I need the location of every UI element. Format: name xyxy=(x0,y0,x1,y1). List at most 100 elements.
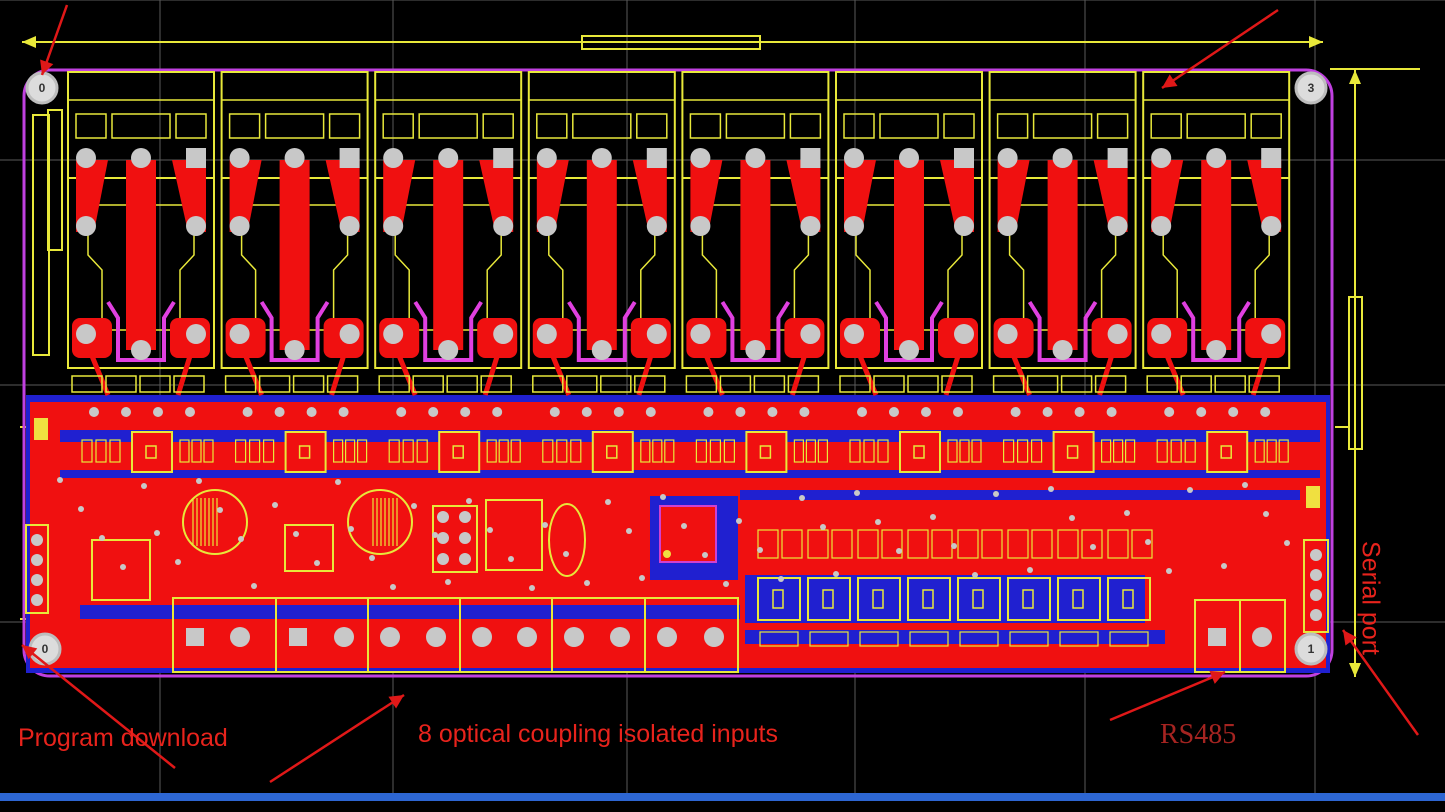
via xyxy=(953,407,963,417)
relay-pad xyxy=(1151,216,1172,236)
relay-copper xyxy=(325,160,360,232)
terminal-pad xyxy=(230,627,250,647)
relay-footprint xyxy=(835,71,983,473)
via xyxy=(185,407,195,417)
via xyxy=(1124,510,1130,516)
relay-pad xyxy=(339,324,360,344)
relay-pad xyxy=(76,324,96,344)
smd-outline xyxy=(941,375,973,393)
smd-outline xyxy=(1180,375,1212,393)
smd-outline xyxy=(1109,631,1149,647)
smd-outline xyxy=(959,631,999,647)
relay-pad xyxy=(493,324,514,344)
arrow-head xyxy=(40,59,54,75)
via xyxy=(1263,511,1269,517)
relay-copper xyxy=(740,160,771,350)
smd-outline xyxy=(249,439,261,463)
relay-pad xyxy=(800,216,821,236)
via xyxy=(492,407,503,417)
bottom-trace-band xyxy=(740,490,1300,500)
relay-outline xyxy=(835,71,983,369)
via xyxy=(703,407,714,417)
smd-outline xyxy=(907,529,929,559)
smd-outline xyxy=(446,375,478,393)
via xyxy=(99,535,105,541)
optocoupler-outline xyxy=(284,431,327,473)
smd-outline xyxy=(1007,529,1029,559)
relay-pad xyxy=(1206,148,1227,168)
via xyxy=(1166,568,1172,574)
relay-contact-box xyxy=(789,113,822,139)
via xyxy=(1042,407,1053,417)
relay-contact-box xyxy=(879,113,939,139)
relay-copper xyxy=(844,160,876,232)
smd-outline xyxy=(1124,439,1136,463)
input-optocoupler xyxy=(1057,577,1101,621)
relay-pad xyxy=(954,148,974,168)
smd-outline xyxy=(664,439,675,463)
optocoupler-outline xyxy=(745,431,788,473)
relay-pad xyxy=(844,148,864,168)
via xyxy=(1074,407,1085,417)
via xyxy=(251,583,257,589)
relay-pad xyxy=(76,148,96,168)
optocoupler-outline xyxy=(591,431,634,473)
mounting-hole-label-bottom-right: 1 xyxy=(1307,642,1315,656)
relay-pad xyxy=(1052,340,1073,360)
via xyxy=(972,572,978,578)
input-optocoupler-pin1 xyxy=(872,589,884,609)
relay-pad xyxy=(131,148,151,168)
via xyxy=(217,507,223,513)
relay-contact-box xyxy=(843,113,875,139)
via xyxy=(626,528,632,534)
serial-header-pin xyxy=(1310,549,1322,561)
smd-outline xyxy=(907,375,939,393)
relay-pad xyxy=(591,340,612,360)
smd-outline xyxy=(179,439,190,463)
via xyxy=(1221,563,1227,569)
smd-outline xyxy=(105,375,137,393)
smd-outline xyxy=(235,439,247,463)
header-pad xyxy=(437,532,449,544)
via xyxy=(314,560,320,566)
optocoupler-pin1 xyxy=(145,445,157,459)
terminal-pad xyxy=(517,627,537,647)
program-header-outline xyxy=(25,524,49,614)
arrow-shaft xyxy=(21,644,176,769)
relay-contact-box xyxy=(228,113,261,139)
via xyxy=(153,407,163,417)
terminal-pad xyxy=(610,627,630,647)
relay-contact-box xyxy=(1032,113,1093,139)
smd-outline xyxy=(695,439,708,463)
via xyxy=(487,527,493,533)
relay-pad xyxy=(997,216,1018,236)
relay-contact-box xyxy=(482,113,514,139)
annotation-arrows xyxy=(21,4,1420,784)
relay-copper xyxy=(1201,160,1232,350)
via xyxy=(293,531,299,537)
relay-copper xyxy=(690,160,723,232)
via xyxy=(581,407,592,417)
smd-outline xyxy=(480,375,512,393)
relay-contact-box xyxy=(382,113,414,139)
via xyxy=(432,532,438,538)
input-optocoupler-pin1 xyxy=(772,589,784,609)
relay-copper xyxy=(894,160,924,350)
mcu-pin1-marker xyxy=(663,550,671,558)
relay-pad xyxy=(1107,148,1128,168)
smd-outline xyxy=(992,375,1025,393)
header-pad xyxy=(437,511,449,523)
mounting-hole xyxy=(1294,71,1328,105)
bottom-trace-band xyxy=(60,430,1320,442)
header-pad xyxy=(437,553,449,565)
via xyxy=(1106,407,1117,417)
smd-outline xyxy=(807,529,829,559)
via xyxy=(767,407,778,417)
via xyxy=(411,503,417,509)
relay-pad xyxy=(131,340,151,360)
regulator-outline xyxy=(284,524,334,572)
left-header-outline xyxy=(47,109,63,251)
smd-outline xyxy=(1184,439,1196,463)
relay-pad xyxy=(997,324,1018,344)
